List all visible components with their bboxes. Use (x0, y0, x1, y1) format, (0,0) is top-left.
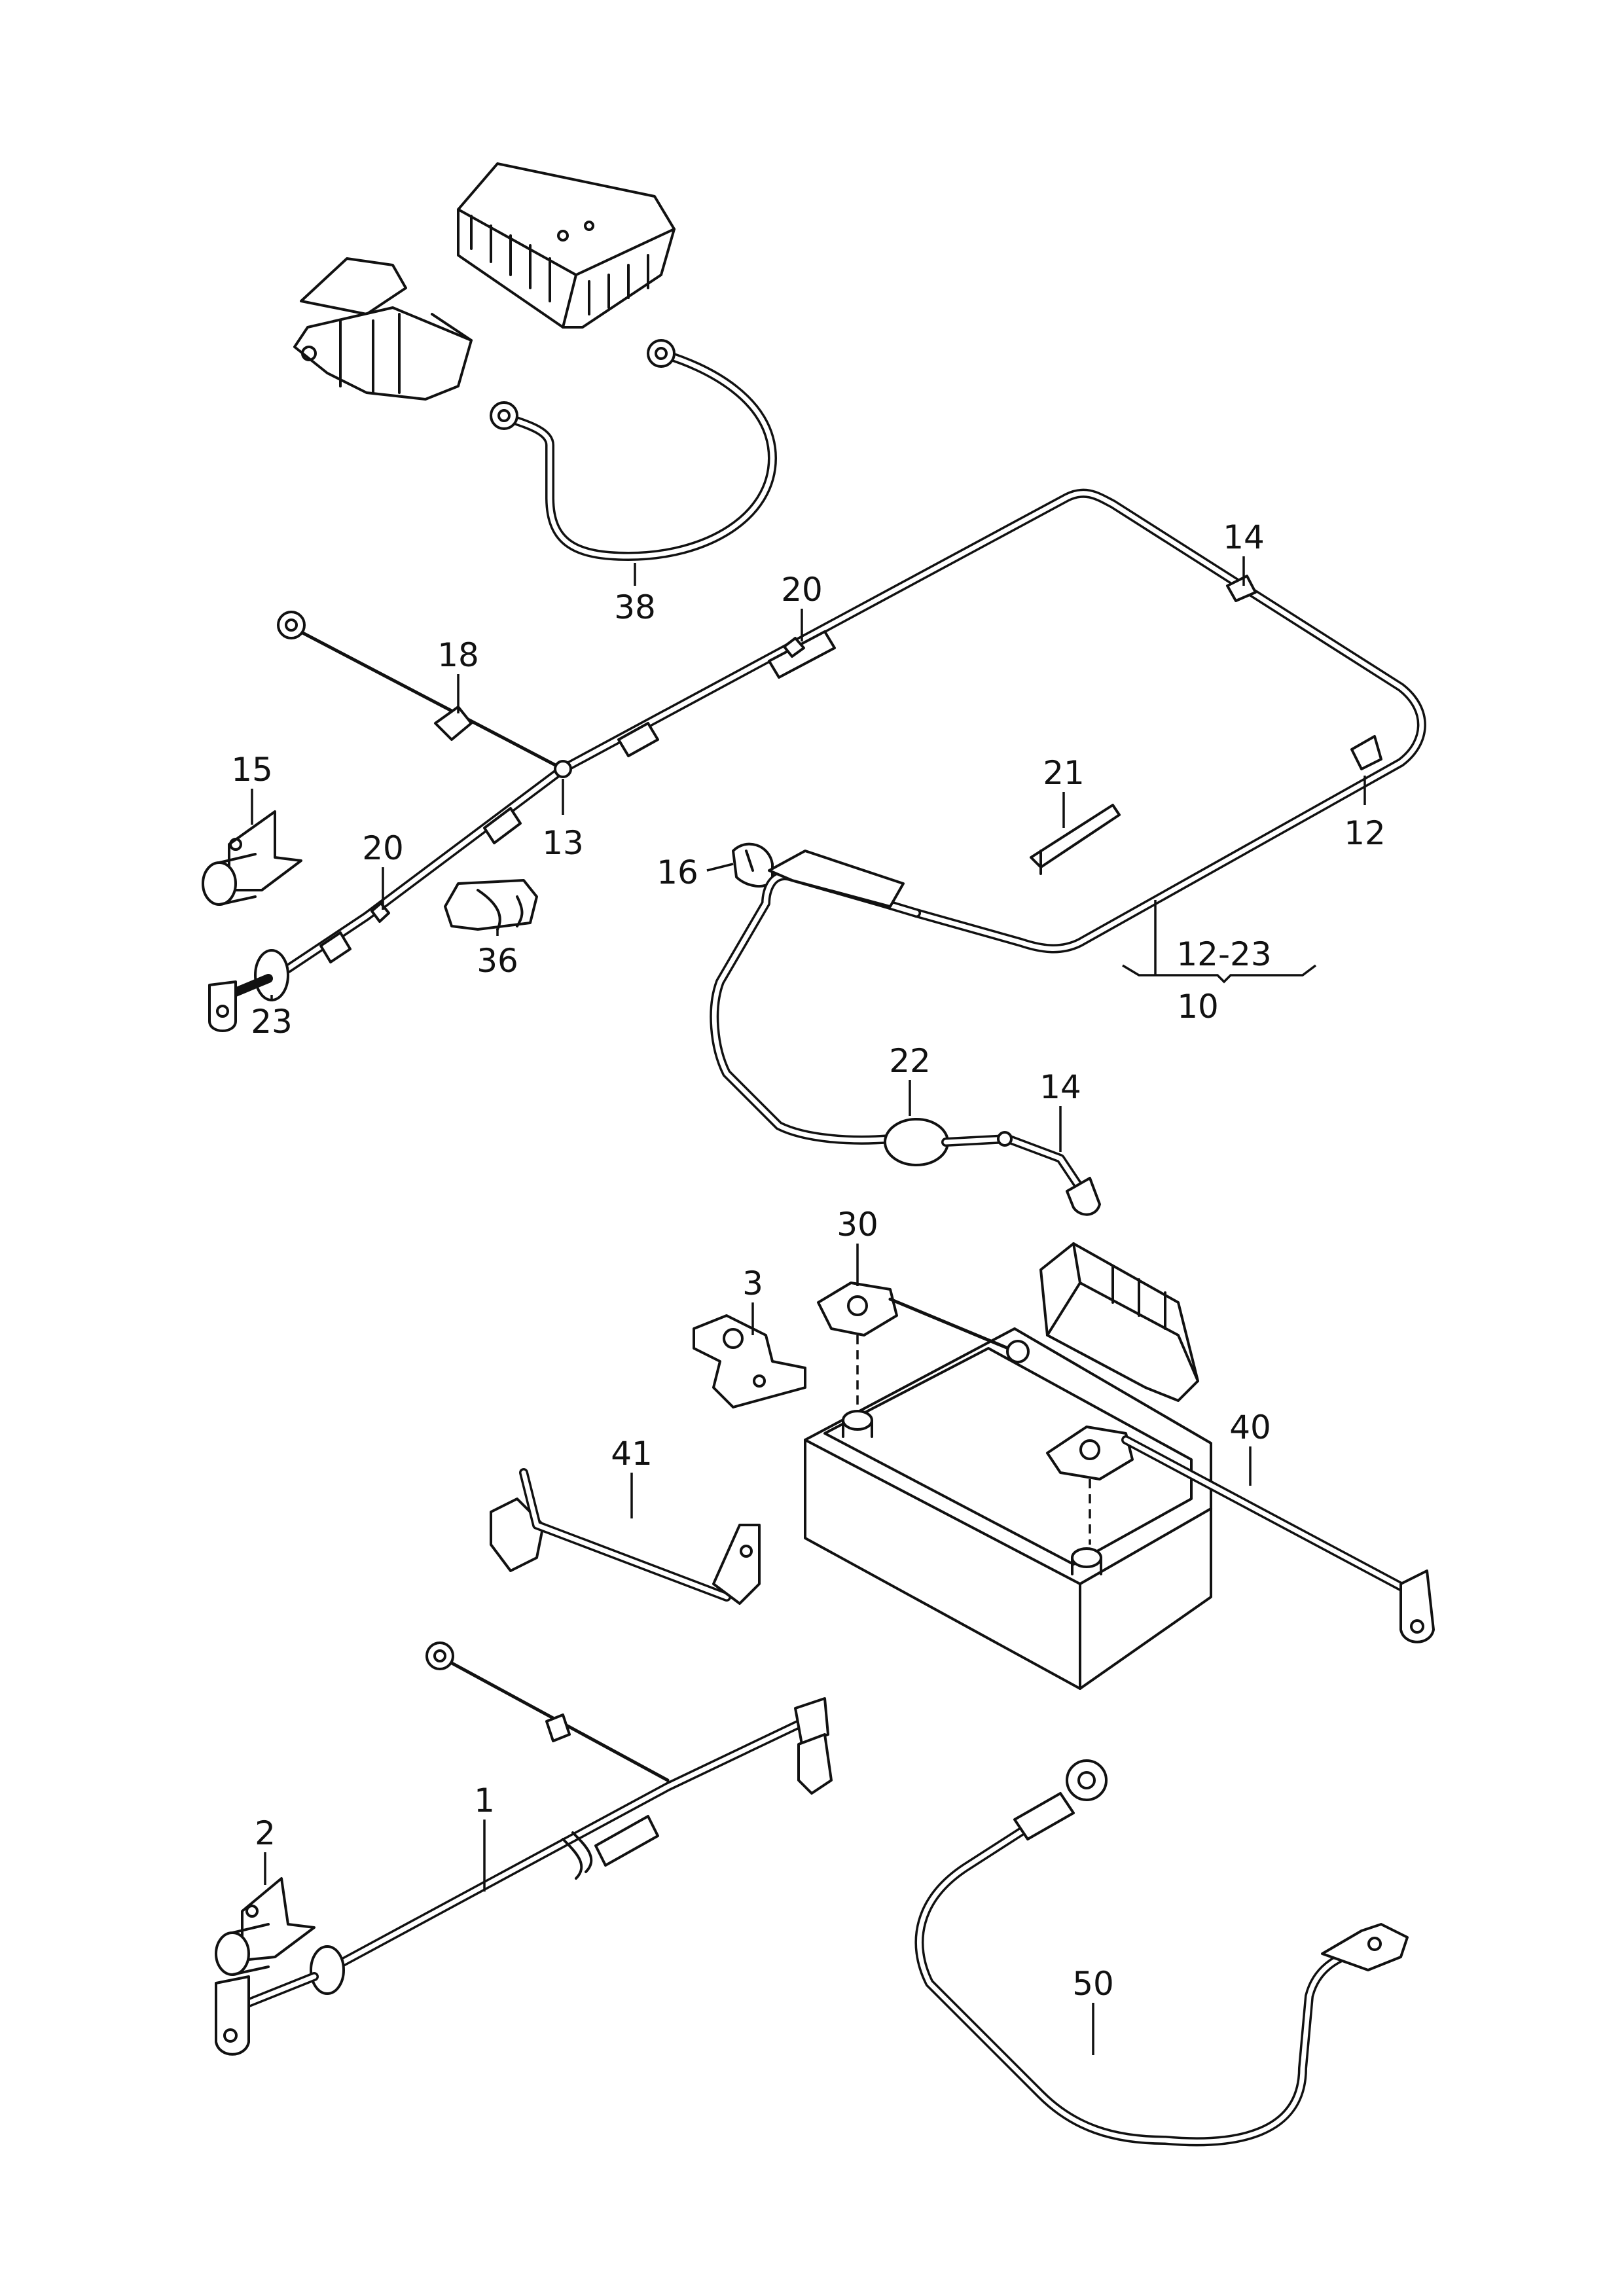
control-unit (1039, 1242, 1199, 1402)
callout-40: 40 (1229, 1408, 1271, 1446)
battery-cable-38 (490, 339, 777, 561)
callout-20: 20 (781, 571, 823, 609)
callout-38: 38 (614, 588, 656, 626)
callout-16: 16 (657, 853, 698, 891)
callout-14: 14 (1223, 518, 1265, 556)
callout-3: 3 (742, 1265, 763, 1302)
battery-cable-50 (914, 1759, 1409, 2147)
callout-36: 36 (477, 942, 518, 980)
fuse-holder (293, 257, 473, 401)
callout-13: 13 (542, 824, 584, 862)
callout-15: 15 (231, 751, 273, 789)
battery (804, 1327, 1212, 1690)
group-bracket-12-23 (1122, 900, 1317, 984)
callout-21: 21 (1043, 754, 1085, 792)
callout-20: 20 (362, 829, 404, 867)
routed-cable-22 (710, 850, 1101, 1216)
callout-22: 22 (889, 1042, 931, 1080)
battery-cable-40 (1046, 1426, 1435, 1643)
callout-18: 18 (437, 636, 479, 674)
fuse-box-housing (457, 162, 676, 329)
wiring-harness-10 (208, 488, 1426, 1032)
callout-23: 23 (251, 1003, 293, 1041)
callout-1: 1 (474, 1782, 495, 1820)
callout-41: 41 (611, 1435, 653, 1473)
leader-lines (251, 556, 1366, 2055)
callout-14: 14 (1039, 1068, 1081, 1106)
terminal-3 (693, 1314, 806, 1408)
callout-12-23: 12-23 (1176, 935, 1271, 973)
cable-tie-21 (1030, 804, 1121, 875)
callout-30: 30 (837, 1206, 878, 1244)
battery-cable-41 (490, 1468, 761, 1605)
clip-16 (732, 842, 774, 888)
socket-15 (202, 810, 302, 906)
callout-50: 50 (1072, 1965, 1114, 2003)
callout-labels: 38 20 14 18 15 20 13 12 21 16 36 23 12-2… (231, 518, 1386, 2003)
holder-36 (444, 879, 538, 931)
callout-10: 10 (1177, 988, 1219, 1026)
callout-2: 2 (255, 1814, 276, 1852)
callout-12: 12 (1344, 814, 1386, 852)
wiring-harness-1 (215, 1641, 833, 2056)
terminal-30 (817, 1282, 1030, 1407)
socket-2 (215, 1877, 316, 1976)
